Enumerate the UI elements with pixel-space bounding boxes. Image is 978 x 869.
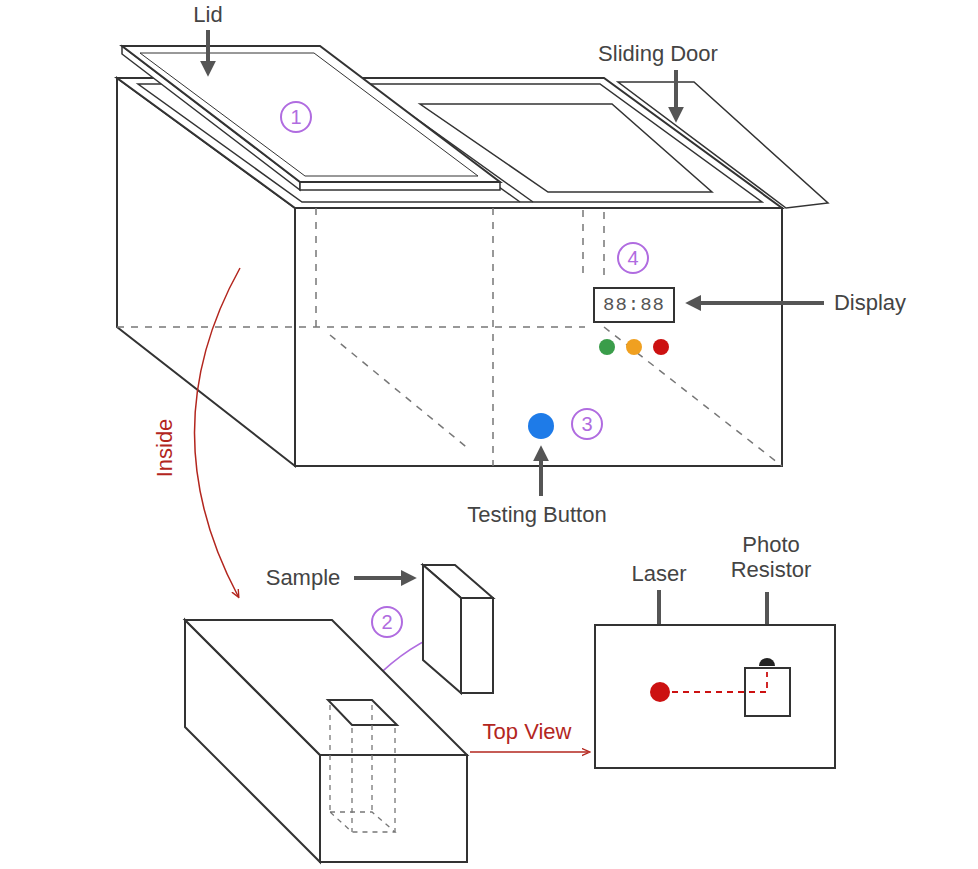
display-box: 88:88 <box>593 287 675 323</box>
callout-number: 3 <box>571 408 603 440</box>
sliding-door <box>618 82 828 208</box>
housing-front-face <box>295 208 782 466</box>
lid-edge <box>300 182 500 190</box>
inside-arrow <box>194 268 240 596</box>
part-label: Lid <box>193 2 222 27</box>
part-label: Photo Resistor <box>711 532 831 583</box>
part-label: Laser <box>631 561 686 586</box>
laser-beam <box>672 672 767 692</box>
sample-side <box>423 565 461 693</box>
lid <box>122 46 500 182</box>
direction-label: Inside <box>152 419 177 478</box>
photo-resistor <box>759 658 775 666</box>
orange-light <box>626 339 642 355</box>
lid-inner <box>140 53 478 176</box>
part-label: Testing Button <box>467 502 606 527</box>
display-digits: 88:88 <box>603 294 665 316</box>
part-label: Sample <box>266 565 341 590</box>
top-view-frame <box>595 625 835 768</box>
part-label: Sliding Door <box>598 41 718 66</box>
top-view-arrow <box>470 751 588 753</box>
green-light <box>599 339 615 355</box>
sample-front <box>461 598 493 693</box>
laser-dot <box>650 682 670 702</box>
direction-label: Top View <box>483 719 572 744</box>
sample-slot <box>328 700 397 725</box>
callout-number: 4 <box>617 242 649 274</box>
slot-cavity <box>330 705 395 832</box>
part-label: Display <box>834 290 906 315</box>
hidden-edges <box>117 208 782 466</box>
red-light <box>653 339 669 355</box>
callout-number: 1 <box>280 101 312 133</box>
block-front-face <box>320 755 467 862</box>
testing-button <box>528 413 554 439</box>
callout-number: 2 <box>371 606 403 638</box>
